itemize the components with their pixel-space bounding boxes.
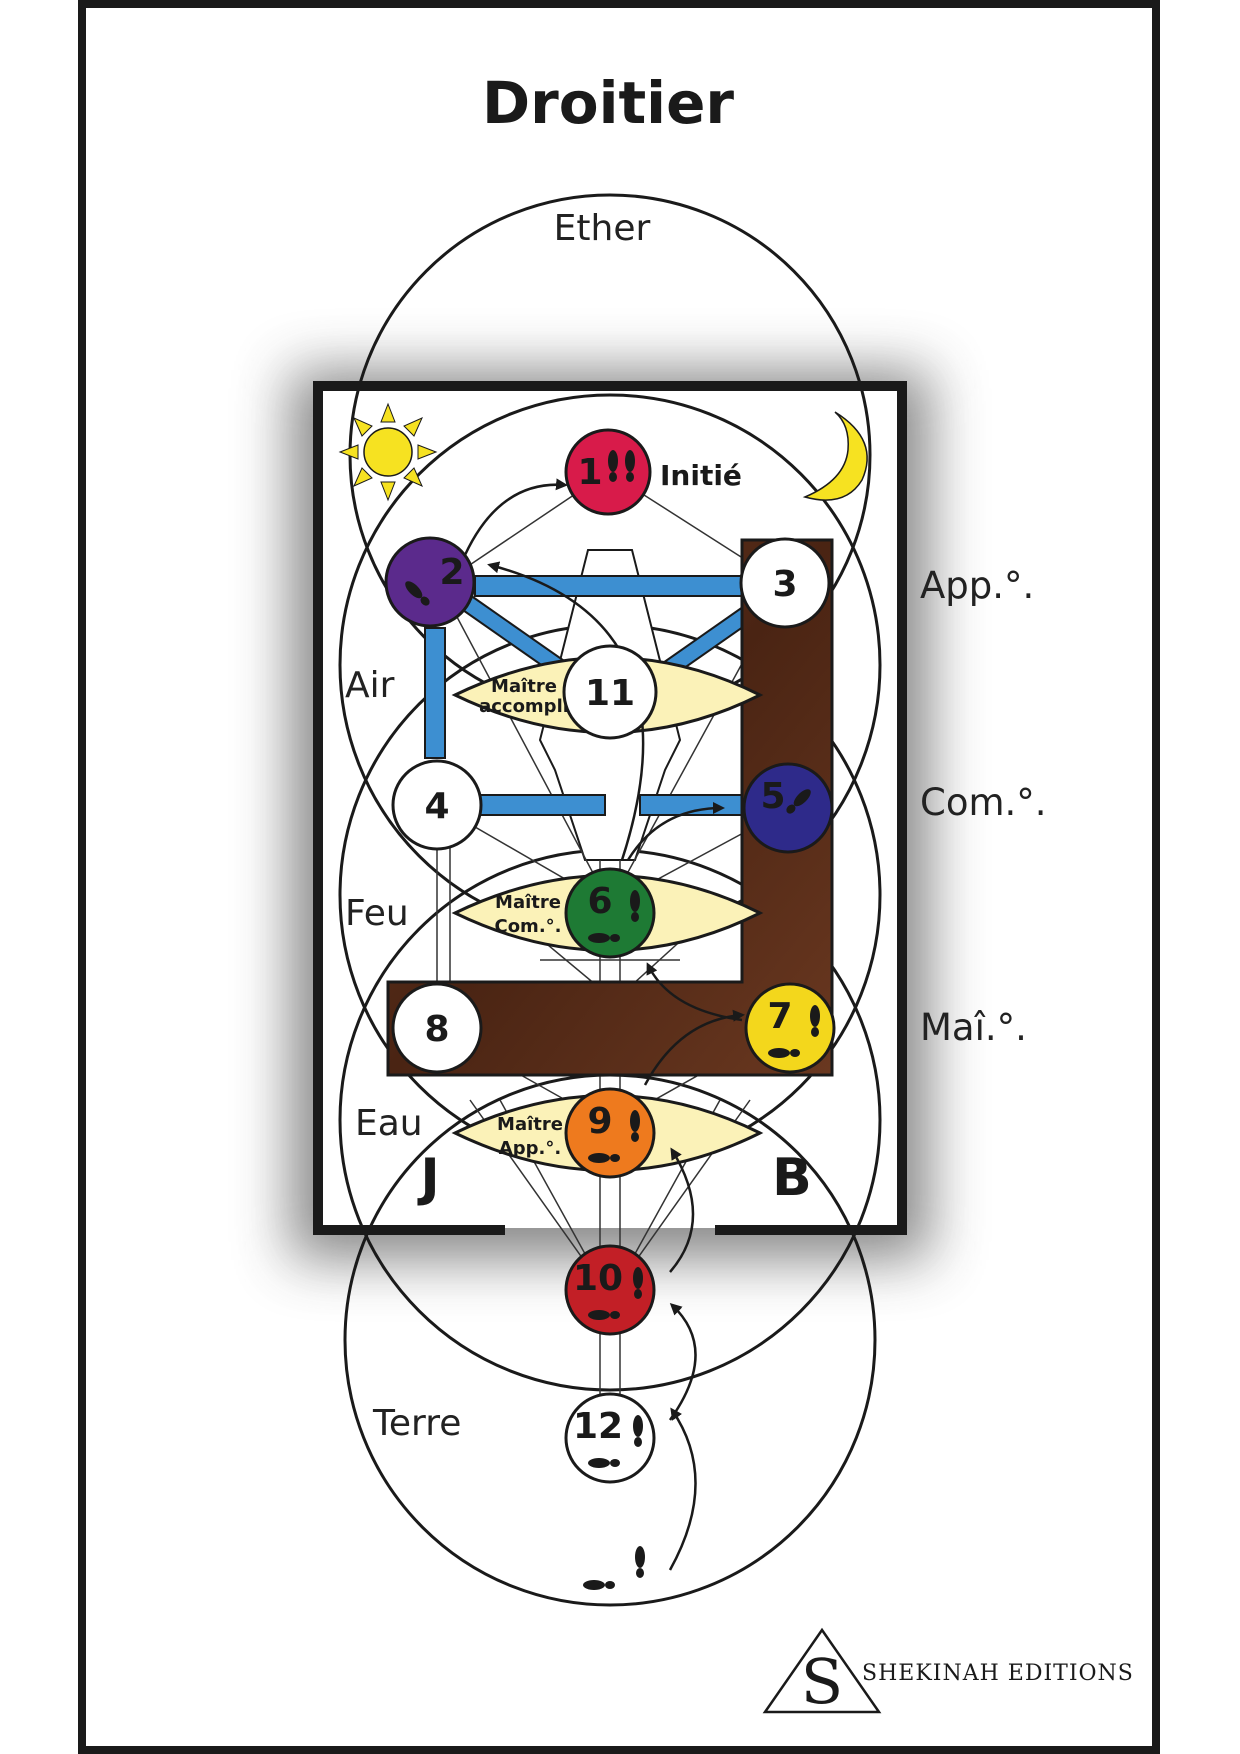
eye-lower-line1: Maître: [497, 1114, 563, 1135]
node-6: 6: [564, 867, 656, 959]
moon-icon: [802, 411, 868, 501]
grade-apprenti: App.°.: [920, 564, 1034, 607]
node-8: 8: [391, 982, 483, 1074]
node-5-number: 5: [760, 776, 785, 817]
grade-maitre: Maî.°.: [920, 1006, 1027, 1049]
node-1: 1: [564, 428, 652, 516]
node-4: 4: [391, 759, 483, 851]
node-7: 7: [744, 982, 836, 1074]
footprint-icon: [630, 890, 640, 922]
sun-icon: [338, 402, 438, 502]
label-eau: Eau: [355, 1103, 423, 1144]
logo-name: SHEKINAH EDITIONS: [862, 1661, 1134, 1686]
footprint-icon: [588, 1458, 620, 1468]
blue-paths: [424, 575, 772, 816]
node-2: 2: [384, 536, 476, 628]
node-9-number: 9: [587, 1101, 612, 1142]
logo-initial: S: [801, 1645, 843, 1718]
footprint-icon: [588, 1310, 620, 1320]
footprint-icon: [625, 450, 635, 482]
footprint-icon: [633, 1267, 643, 1299]
label-feu: Feu: [345, 893, 409, 934]
triangle-icon: [762, 1627, 882, 1714]
node-1-label: Initié: [660, 459, 742, 492]
eye-upper-line2: accompli: [479, 696, 569, 717]
node-11-number: 11: [585, 673, 635, 714]
node-12: 12: [564, 1392, 656, 1484]
footprint-icon: [588, 933, 620, 943]
footprint-icon: [608, 450, 618, 482]
lodge-frame: [313, 381, 907, 1235]
node-1-number: 1: [577, 452, 602, 493]
label-ether: Ether: [554, 208, 651, 249]
publisher-logo: S SHEKINAH EDITIONS: [762, 1627, 1134, 1718]
node-9: 9: [564, 1087, 656, 1179]
eye-middle-line2: Com.°.: [494, 916, 561, 937]
footprint-icon: [630, 1110, 640, 1142]
node-2-number: 2: [439, 552, 464, 593]
node-10-number: 10: [573, 1258, 623, 1299]
pillar-j: J: [417, 1148, 439, 1208]
node-11: 11: [562, 644, 658, 740]
node-7-number: 7: [767, 996, 792, 1037]
eye-upper-line1: Maître: [491, 676, 557, 697]
footprint-icon: [588, 1153, 620, 1163]
page-title: Droitier: [482, 69, 734, 137]
node-6-number: 6: [587, 881, 612, 922]
eye-lower-line2: App.°.: [499, 1138, 561, 1159]
label-terre: Terre: [372, 1403, 461, 1444]
node-4-number: 4: [424, 786, 449, 827]
eye-middle-line1: Maître: [495, 892, 561, 913]
pillar-b: B: [772, 1148, 812, 1208]
node-10: 10: [564, 1244, 656, 1336]
node-5: 5: [742, 762, 834, 854]
node-8-number: 8: [424, 1009, 449, 1050]
node-3-number: 3: [772, 564, 797, 605]
footprint-icon: [633, 1415, 643, 1447]
node-12-number: 12: [573, 1406, 623, 1447]
node-3: 3: [739, 537, 831, 629]
grade-compagnon: Com.°.: [920, 781, 1047, 824]
label-air: Air: [345, 665, 395, 706]
footprint-icon: [810, 1005, 820, 1037]
footprint-icon: [768, 1048, 800, 1058]
